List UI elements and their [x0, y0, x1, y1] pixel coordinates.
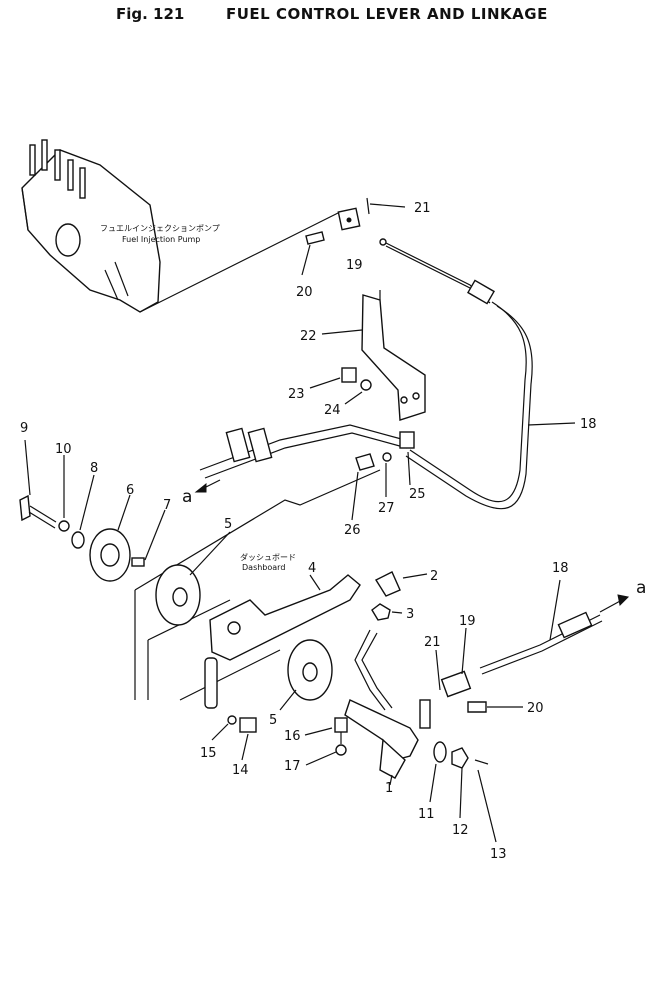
callout-7: 7	[163, 498, 171, 513]
callout-2: 2	[430, 569, 438, 584]
callout-4: 4	[308, 561, 316, 576]
dashboard-label-en: Dashboard	[242, 563, 285, 572]
callout-21-lower: 21	[424, 635, 441, 650]
callout-labels: 1 2 3 4 5 5 6 7 8 9 10 11 12 13 14 15 16…	[20, 201, 597, 862]
callout-12: 12	[452, 823, 469, 838]
lower-cable-clamp	[435, 627, 523, 713]
callout-6: 6	[126, 483, 134, 498]
control-lever	[209, 574, 361, 661]
dashboard-panel	[134, 469, 381, 701]
upper-cable-clamp	[301, 197, 406, 276]
callout-26: 26	[344, 523, 361, 538]
callout-13: 13	[490, 847, 507, 862]
figure-title: Fig. 121 FUEL CONTROL LEVER AND LINKAGE	[0, 0, 650, 26]
throttle-cable-lower	[479, 579, 630, 675]
callout-5-upper: 5	[224, 517, 232, 532]
callout-15: 15	[200, 746, 217, 761]
callout-18-upper: 18	[580, 417, 597, 432]
throttle-cable-upper	[379, 238, 576, 510]
pump-label-en: Fuel Injection Pump	[122, 235, 200, 244]
callout-11: 11	[418, 807, 435, 822]
lever-stopper	[204, 657, 257, 761]
pump-label-jp: フュエルインジェクションポンプ	[100, 224, 220, 233]
dashboard-label-jp: ダッシュボード	[240, 552, 296, 562]
callout-23: 23	[288, 387, 305, 402]
throttle-rod	[354, 571, 428, 711]
callout-17: 17	[284, 759, 301, 774]
callout-8: 8	[90, 461, 98, 476]
callout-3: 3	[406, 607, 414, 622]
callout-25: 25	[409, 487, 426, 502]
mounting-bracket	[321, 290, 426, 421]
knob-assembly	[19, 439, 166, 582]
callout-24: 24	[324, 403, 341, 418]
friction-plates	[155, 531, 333, 711]
callout-9: 9	[20, 421, 28, 436]
callout-20-upper: 20	[296, 285, 313, 300]
reference-a-right: a	[636, 578, 646, 598]
bottom-lever	[344, 699, 431, 786]
lever-fasteners	[429, 741, 497, 843]
callout-21-upper: 21	[414, 201, 431, 216]
callout-16: 16	[284, 729, 301, 744]
lever-pivot-bolt	[304, 717, 348, 766]
upper-linkage	[194, 424, 415, 521]
callout-10: 10	[55, 442, 72, 457]
callout-19-upper: 19	[346, 258, 363, 273]
callout-20-lower: 20	[527, 701, 544, 716]
callout-19-lower: 19	[459, 614, 476, 629]
figure-number: Fig. 121	[116, 5, 185, 23]
reference-a-left: a	[182, 487, 192, 507]
callout-5-lower: 5	[269, 713, 277, 728]
figure-caption: FUEL CONTROL LEVER AND LINKAGE	[226, 5, 548, 23]
callout-22: 22	[300, 329, 317, 344]
callout-18-lower: 18	[552, 561, 569, 576]
callout-27: 27	[378, 501, 395, 516]
callout-1: 1	[385, 781, 393, 796]
fuel-injection-pump	[21, 139, 341, 313]
callout-14: 14	[232, 763, 249, 778]
bracket-bolt	[309, 367, 372, 405]
